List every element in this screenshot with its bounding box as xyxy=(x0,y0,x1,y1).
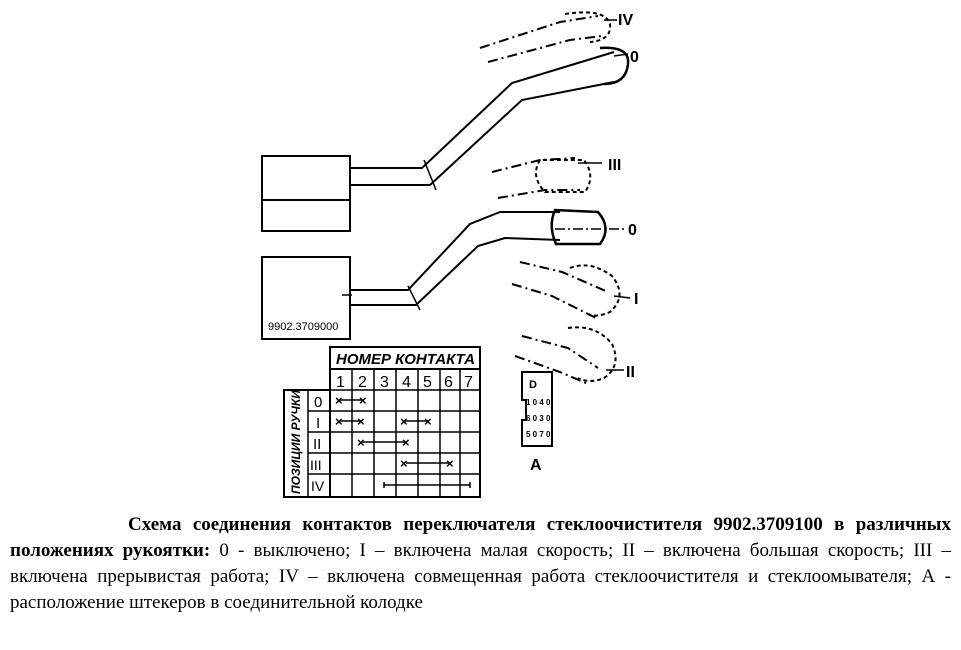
lower-label-0: 0 xyxy=(628,222,637,239)
upper-label-0: 0 xyxy=(630,49,639,66)
svg-text:×: × xyxy=(357,414,365,429)
connector-pin-row-3: 5 0 7 0 xyxy=(526,430,551,439)
connector-pin-row-2: 6 0 3 0 xyxy=(526,414,551,423)
svg-text:×: × xyxy=(446,456,454,471)
position-label-ii: II xyxy=(313,436,321,453)
figure-caption: Схема соединения контактов переключателя… xyxy=(10,512,951,616)
connection-row-iii: × × xyxy=(400,456,454,471)
position-label-iii: III xyxy=(310,457,322,473)
connector-block: D 1 0 4 0 6 0 3 0 5 0 7 0 A xyxy=(521,371,553,474)
svg-text:×: × xyxy=(400,414,408,429)
contact-number-1: 1 xyxy=(336,374,345,391)
svg-text:×: × xyxy=(400,456,408,471)
connector-pin-row-1: 1 0 4 0 xyxy=(526,398,551,407)
position-label-i: I xyxy=(316,415,320,432)
lower-label-iii: III xyxy=(608,157,621,174)
caption-text: 0 - выключено; I – включена малая скорос… xyxy=(10,540,951,613)
lower-label-ii: II xyxy=(626,364,635,381)
connection-row-iv xyxy=(383,482,471,488)
svg-text:×: × xyxy=(335,414,343,429)
lower-lever-ghost-ii xyxy=(514,326,624,385)
svg-text:×: × xyxy=(359,393,367,408)
svg-text:×: × xyxy=(357,435,365,450)
svg-text:×: × xyxy=(335,393,343,408)
switch-model-label: 9902.3709000 xyxy=(268,321,338,333)
contact-table: НОМЕР КОНТАКТА 1 2 3 4 5 6 7 0 I II III … xyxy=(283,346,481,498)
connector-pin-row-0: D xyxy=(529,379,537,391)
contact-number-7: 7 xyxy=(464,374,473,391)
contact-number-2: 2 xyxy=(358,374,367,391)
table-header: НОМЕР КОНТАКТА xyxy=(336,351,475,368)
upper-lever xyxy=(350,46,630,191)
position-label-iv: IV xyxy=(311,478,325,494)
contact-number-4: 4 xyxy=(402,374,411,391)
upper-switch-body xyxy=(261,155,351,232)
lower-switch-body: 9902.3709000 xyxy=(261,256,352,340)
caption-title: Схема соединения контактов переключателя… xyxy=(10,514,951,561)
contact-number-6: 6 xyxy=(444,374,453,391)
contact-number-3: 3 xyxy=(380,374,389,391)
upper-lever-ghost-iv xyxy=(479,11,617,63)
row-axis-label: ПОЗИЦИИ РУЧКИ xyxy=(289,390,303,494)
contact-number-5: 5 xyxy=(423,374,432,391)
connection-row-0: × × xyxy=(335,393,367,408)
svg-text:×: × xyxy=(402,435,410,450)
connection-row-i: × × × × xyxy=(335,414,432,429)
upper-label-iv: IV xyxy=(618,12,633,29)
lower-lever-ghost-iii xyxy=(491,157,602,199)
connection-row-ii: × × xyxy=(357,435,410,450)
wiper-switch-diagram: IV 0 9902.3709000 0 III I II xyxy=(261,11,639,498)
connector-label: A xyxy=(530,457,542,474)
svg-text:×: × xyxy=(424,414,432,429)
lower-label-i: I xyxy=(634,291,638,308)
position-label-0: 0 xyxy=(314,394,322,411)
lower-lever-ghost-i xyxy=(511,261,631,319)
lower-lever xyxy=(350,208,626,311)
